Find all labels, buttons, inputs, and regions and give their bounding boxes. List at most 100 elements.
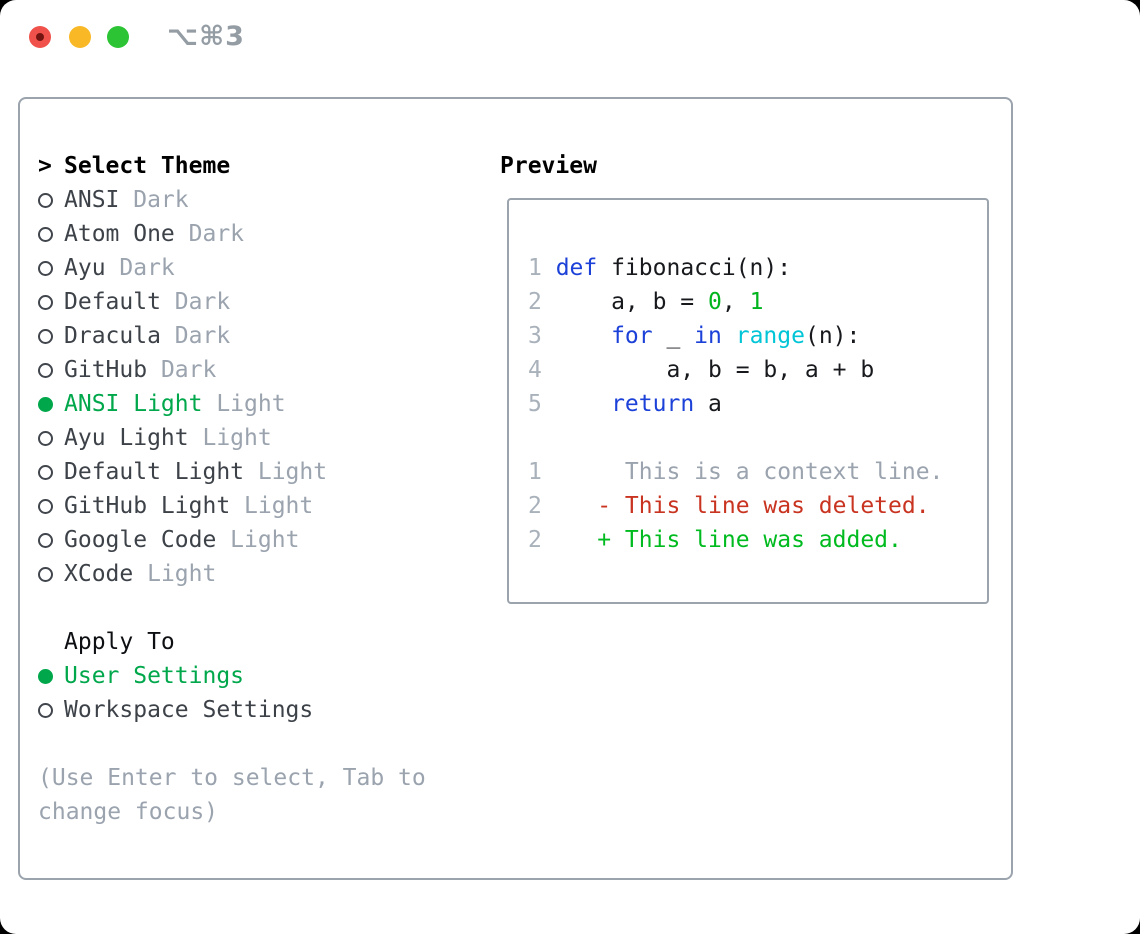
theme-option-default[interactable]: Default Dark [38,285,426,319]
radio-unselected-icon [38,702,53,718]
option-label: ANSI [64,187,120,213]
line-content: a, b = b, a + b [555,357,875,383]
radio-icon [38,566,64,582]
line-content: - This line was deleted. [555,493,930,519]
option-label: XCode [64,561,134,587]
code-preview-pane: 1 def fibonacci(n): 2 a, b = 0, 1 3 for _ i… [507,198,989,604]
select-theme-title: Select Theme [64,153,231,179]
option-variant-tag: Light [133,561,217,587]
theme-option-default-light[interactable]: Default Light Light [38,455,426,489]
option-label: Workspace Settings [64,697,314,723]
line-content: return a [611,391,722,417]
radio-icon [38,396,64,412]
preview-line-added: 2 + This line was added. [528,523,987,557]
radio-icon [38,260,64,276]
preview-line-code: 4 a, b = b, a + b [528,353,987,387]
preview-line-context: 1 This is a context line. [528,455,987,489]
radio-icon [38,702,64,718]
option-variant-tag: Dark [119,187,189,213]
apply-to-title: Apply To [64,629,175,655]
option-label: ANSI Light [64,391,203,417]
hint-line-1: (Use Enter to select, Tab to [38,765,426,791]
option-variant-tag: Light [230,493,314,519]
minimize-button[interactable] [69,26,91,48]
preview-line-code: 1 def fibonacci(n): [528,251,987,285]
theme-option-github[interactable]: GitHub Dark [38,353,426,387]
radio-selected-icon [38,668,53,684]
line-number: 3 [528,323,542,349]
line-number: 4 [528,357,542,383]
preview-line-code: 5 return a [528,387,987,421]
radio-icon [38,532,64,548]
radio-unselected-icon [38,464,53,480]
theme-option-ayu-light[interactable]: Ayu Light Light [38,421,426,455]
preview-line-blank [528,421,987,455]
preview-line-deleted: 2 - This line was deleted. [528,489,987,523]
option-label: GitHub Light [64,493,231,519]
option-label: Google Code [64,527,217,553]
spacer [38,591,426,625]
radio-unselected-icon [38,192,53,208]
radio-icon [38,362,64,378]
theme-option-dracula[interactable]: Dracula Dark [38,319,426,353]
radio-icon [38,668,64,684]
line-number: 1 [528,255,542,281]
line-number: 2 [528,493,542,519]
theme-option-google-code[interactable]: Google Code Light [38,523,426,557]
theme-option-xcode[interactable]: XCode Light [38,557,426,591]
radio-unselected-icon [38,498,53,514]
maximize-button[interactable] [107,26,129,48]
theme-option-atom-one[interactable]: Atom One Dark [38,217,426,251]
preview-line-code: 2 a, b = 0, 1 [528,285,987,319]
radio-unselected-icon [38,226,53,242]
line-content: for _ in range(n): [611,323,861,349]
radio-icon [38,328,64,344]
option-variant-tag: Light [202,391,286,417]
theme-option-github-light[interactable]: GitHub Light Light [38,489,426,523]
preview-header-row: Preview [500,149,597,183]
theme-option-ansi-light[interactable]: ANSI Light Light [38,387,426,421]
line-content: a, b = 0, 1 [555,289,764,315]
radio-unselected-icon [38,532,53,548]
line-content: def fibonacci(n): [555,255,792,281]
radio-icon [38,464,64,480]
option-variant-tag: Dark [147,357,217,383]
line-content: + This line was added. [555,527,902,553]
option-label: Dracula [64,323,161,349]
select-theme-header-row: > Select Theme [38,149,426,183]
theme-option-ansi[interactable]: ANSI Dark [38,183,426,217]
apply-option-workspace-settings[interactable]: Workspace Settings [38,693,426,727]
close-button-dot-icon [36,33,44,41]
window-title: ⌥⌘3 [167,21,245,52]
option-label: User Settings [64,663,245,689]
radio-unselected-icon [38,328,53,344]
option-variant-tag: Light [216,527,300,553]
option-label: Atom One [64,221,175,247]
option-variant-tag: Dark [160,323,231,349]
focus-arrow-icon: > [38,153,52,179]
line-number: 2 [528,289,542,315]
line-content: This is a context line. [555,459,944,485]
line-number: 2 [528,527,542,553]
option-variant-tag: Light [244,459,328,485]
line-number: 1 [528,459,542,485]
option-variant-tag: Dark [174,221,245,247]
radio-icon [38,294,64,310]
close-button[interactable] [29,26,51,48]
radio-unselected-icon [38,566,53,582]
hint-line-2: change focus) [38,799,219,825]
option-label: GitHub [64,357,148,383]
option-label: Ayu [64,255,106,281]
radio-unselected-icon [38,362,53,378]
theme-option-ayu[interactable]: Ayu Dark [38,251,426,285]
line-number: 5 [528,391,542,417]
radio-unselected-icon [38,260,53,276]
radio-unselected-icon [38,430,53,446]
option-variant-tag: Light [188,425,272,451]
apply-option-user-settings[interactable]: User Settings [38,659,426,693]
radio-icon [38,430,64,446]
